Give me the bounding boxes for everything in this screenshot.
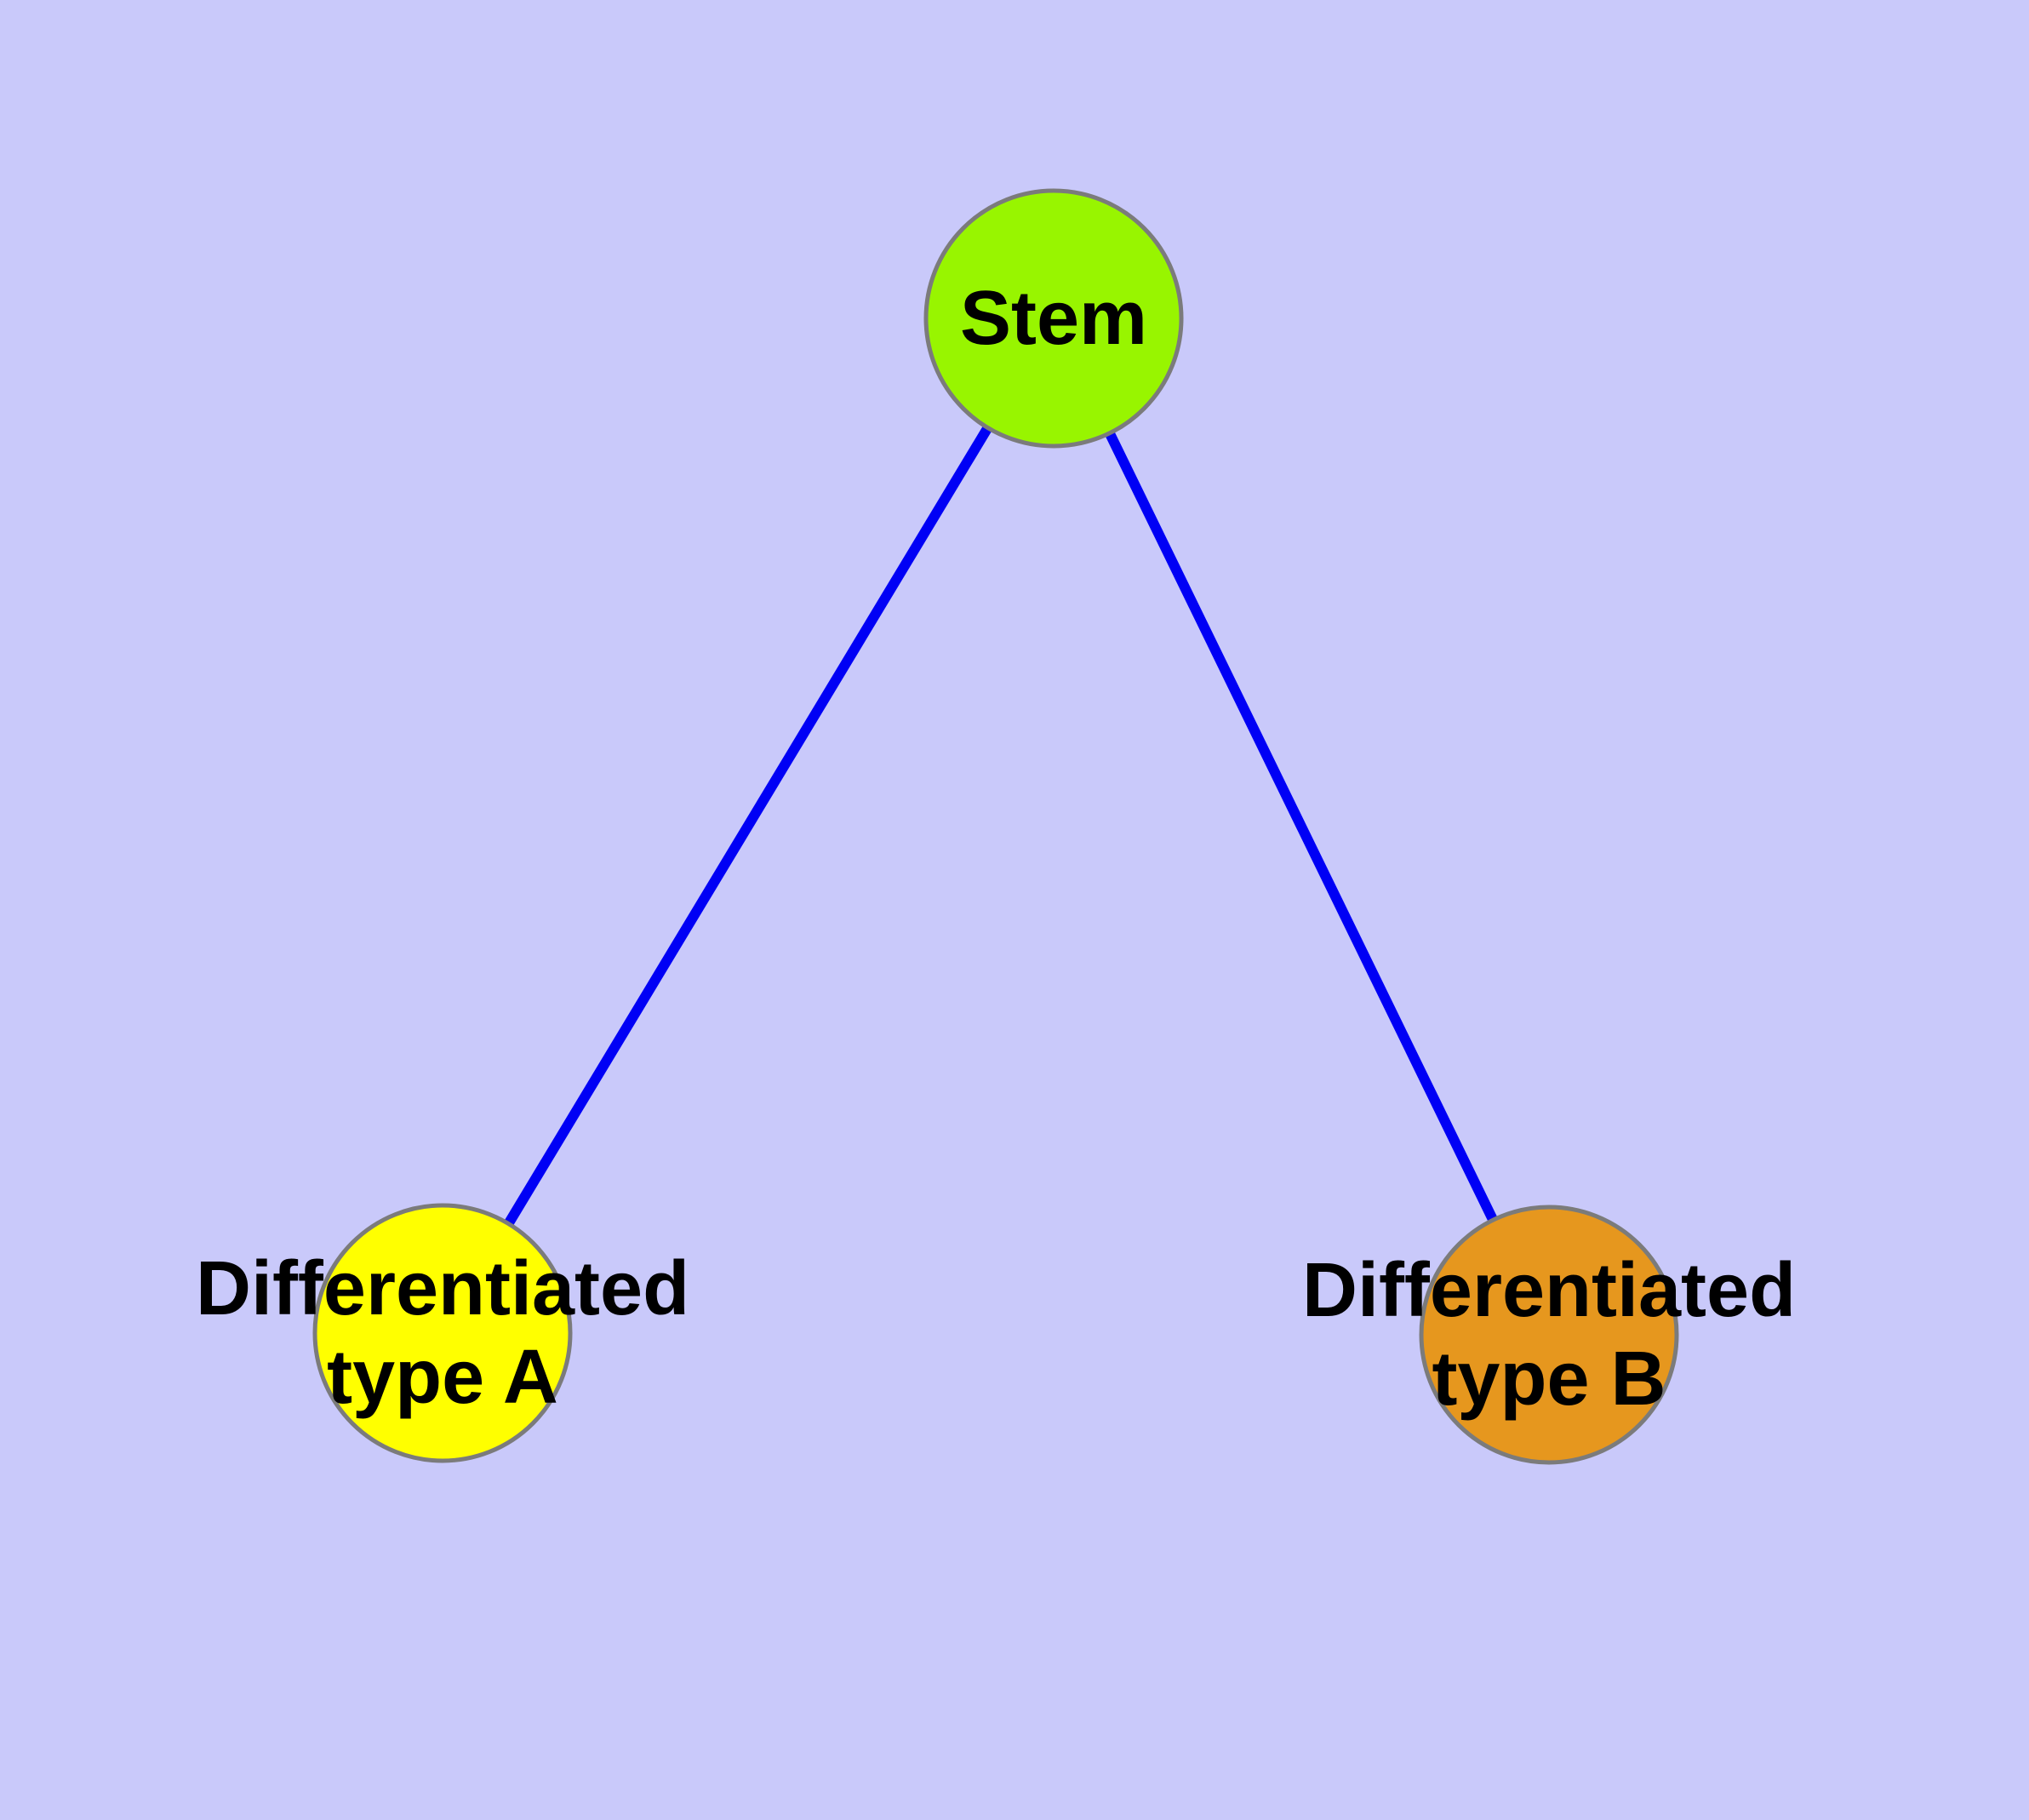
node-label-line: Stem bbox=[959, 276, 1148, 361]
node-type-a-label: Differentiated type A bbox=[196, 1245, 689, 1422]
node-stem-label: Stem bbox=[960, 274, 1147, 363]
edge-stem-to-type-a bbox=[437, 313, 1059, 1338]
node-stem-circle bbox=[923, 188, 1184, 449]
node-label-line: Differentiated bbox=[1301, 1248, 1797, 1333]
node-type-b-circle bbox=[1419, 1205, 1679, 1465]
node-type-a-circle bbox=[312, 1203, 573, 1463]
edge-stem-to-type-b bbox=[1049, 313, 1554, 1340]
node-type-b-label: Differentiated type B bbox=[1302, 1246, 1796, 1423]
node-label-line: Differentiated bbox=[195, 1246, 690, 1331]
node-label-line: type A bbox=[327, 1335, 558, 1420]
node-label-line: type B bbox=[1432, 1336, 1666, 1422]
